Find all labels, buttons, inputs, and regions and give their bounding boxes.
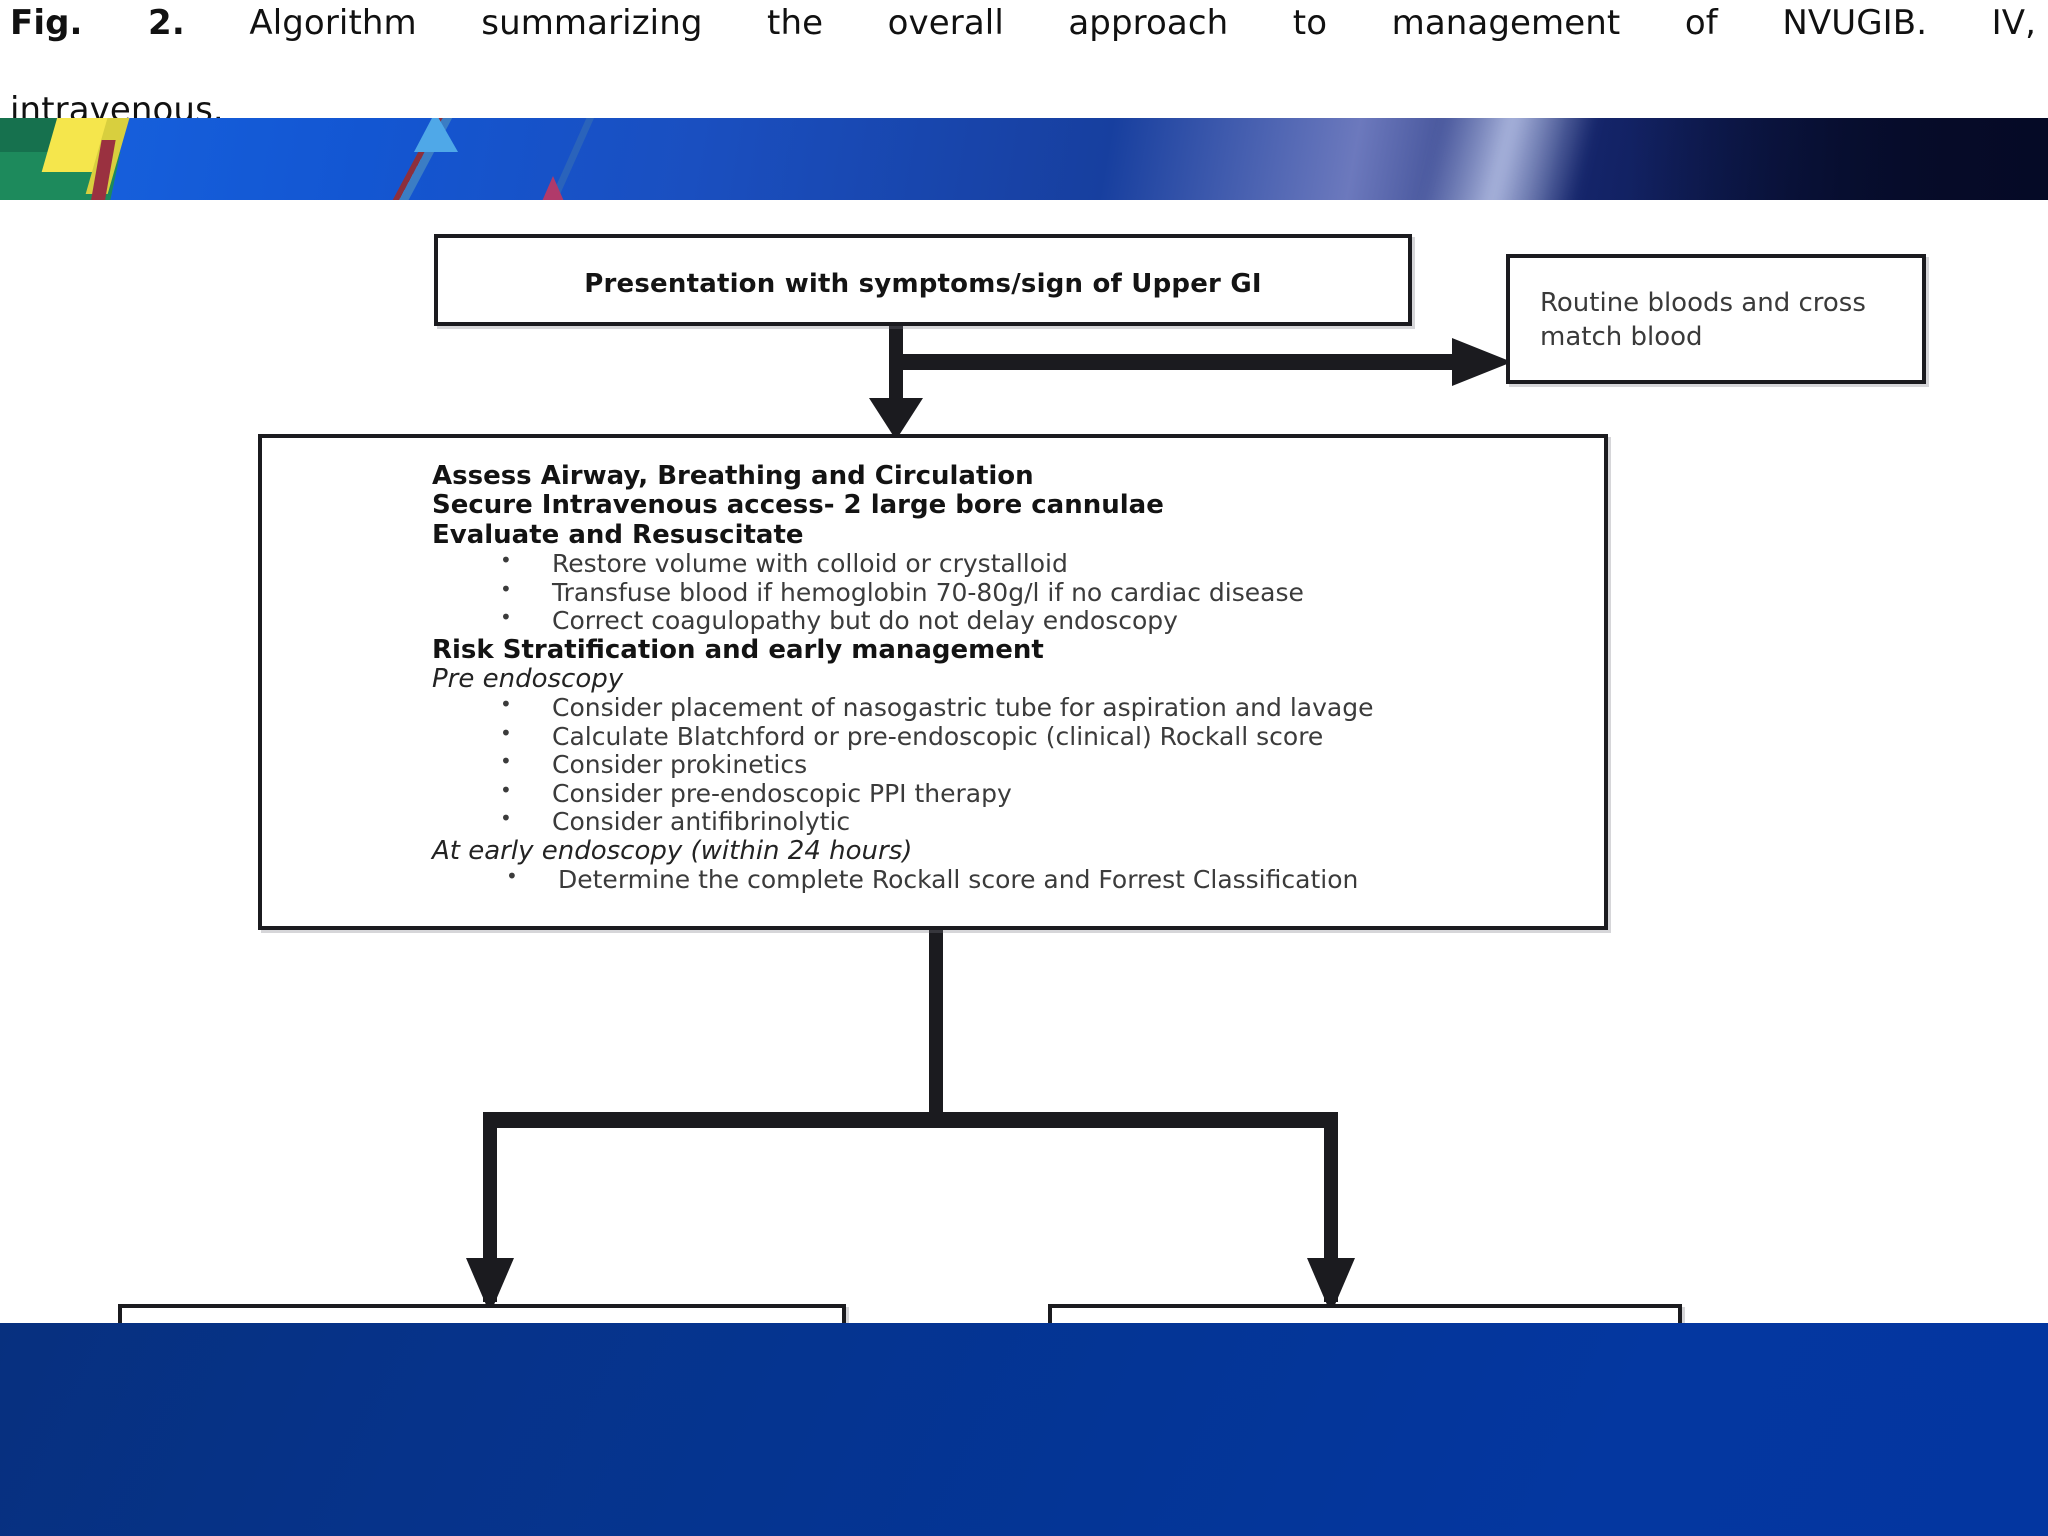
node-routine-bloods-text: Routine bloods and cross match blood bbox=[1540, 288, 1866, 353]
node-assessment-content: Assess Airway, Breathing and Circulation… bbox=[262, 438, 1604, 895]
arrowhead-right-to-bloods bbox=[1452, 338, 1512, 386]
node-routine-bloods[interactable]: Routine bloods and cross match blood bbox=[1506, 254, 1926, 384]
connector-stem-presentation bbox=[889, 326, 903, 414]
node-assessment[interactable]: Assess Airway, Breathing and Circulation… bbox=[258, 434, 1608, 930]
connector-horizontal-split bbox=[483, 1112, 1338, 1128]
banner-dark-gradient bbox=[1628, 118, 2048, 200]
connector-stem-assessment bbox=[929, 930, 943, 1120]
assessment-heading-evaluate: Evaluate and Resuscitate bbox=[432, 519, 804, 550]
banner-diagonal-stripe-2 bbox=[527, 118, 600, 200]
pre-endoscopy-bullet-list: Consider placement of nasogastric tube f… bbox=[432, 693, 1604, 837]
slide-top-banner-decoration bbox=[0, 118, 2048, 200]
list-item: Consider prokinetics bbox=[500, 750, 1604, 780]
banner-diagonal-stripe bbox=[364, 118, 466, 200]
node-presentation[interactable]: Presentation with symptoms/sign of Upper… bbox=[434, 234, 1412, 326]
early-endoscopy-bullet-list: Determine the complete Rockall score and… bbox=[432, 865, 1604, 895]
caption-line-1-text: Algorithm summarizing the overall approa… bbox=[249, 3, 2036, 43]
list-item: Calculate Blatchford or pre-endoscopic (… bbox=[500, 722, 1604, 752]
list-item: Consider placement of nasogastric tube f… bbox=[500, 693, 1604, 723]
slide-canvas: Presentation with symptoms/sign of Upper… bbox=[0, 118, 2048, 1536]
connector-stem-right bbox=[1324, 1112, 1338, 1302]
figure-caption: Fig. 2. Algorithm summarizing the overal… bbox=[0, 0, 2048, 130]
assessment-label-early-endoscopy: At early endoscopy (within 24 hours) bbox=[432, 835, 913, 866]
list-item: Restore volume with colloid or crystallo… bbox=[500, 549, 1604, 579]
caption-text: Fig. 2. Algorithm summarizing the overal… bbox=[10, 2, 2036, 133]
assessment-heading-risk-stratification: Risk Stratification and early management bbox=[432, 634, 1044, 665]
slide-bottom-blue-band-overlay bbox=[0, 1323, 2048, 1536]
node-presentation-title: Presentation with symptoms/sign of Upper… bbox=[584, 269, 1262, 299]
list-item: Correct coagulopathy but do not delay en… bbox=[500, 606, 1604, 636]
caption-line-1: Fig. 2. Algorithm summarizing the overal… bbox=[10, 2, 2036, 89]
list-item: Transfuse blood if hemoglobin 70-80g/l i… bbox=[500, 578, 1604, 608]
caption-figure-label: Fig. 2. bbox=[10, 3, 185, 43]
assessment-label-pre-endoscopy: Pre endoscopy bbox=[432, 664, 624, 694]
list-item: Consider pre-endoscopic PPI therapy bbox=[500, 779, 1604, 809]
banner-light-streak bbox=[1403, 118, 1607, 200]
resuscitation-bullet-list: Restore volume with colloid or crystallo… bbox=[432, 549, 1604, 636]
banner-cyan-triangle bbox=[414, 118, 458, 152]
assessment-heading-iv-access: Secure Intravenous access- 2 large bore … bbox=[432, 490, 1164, 521]
connector-stem-left bbox=[483, 1112, 497, 1302]
list-item: Determine the complete Rockall score and… bbox=[506, 865, 1604, 895]
list-item: Consider antifibrinolytic bbox=[500, 807, 1604, 837]
assessment-heading-airway: Assess Airway, Breathing and Circulation bbox=[432, 461, 1034, 491]
connector-branch-right bbox=[889, 354, 1464, 370]
